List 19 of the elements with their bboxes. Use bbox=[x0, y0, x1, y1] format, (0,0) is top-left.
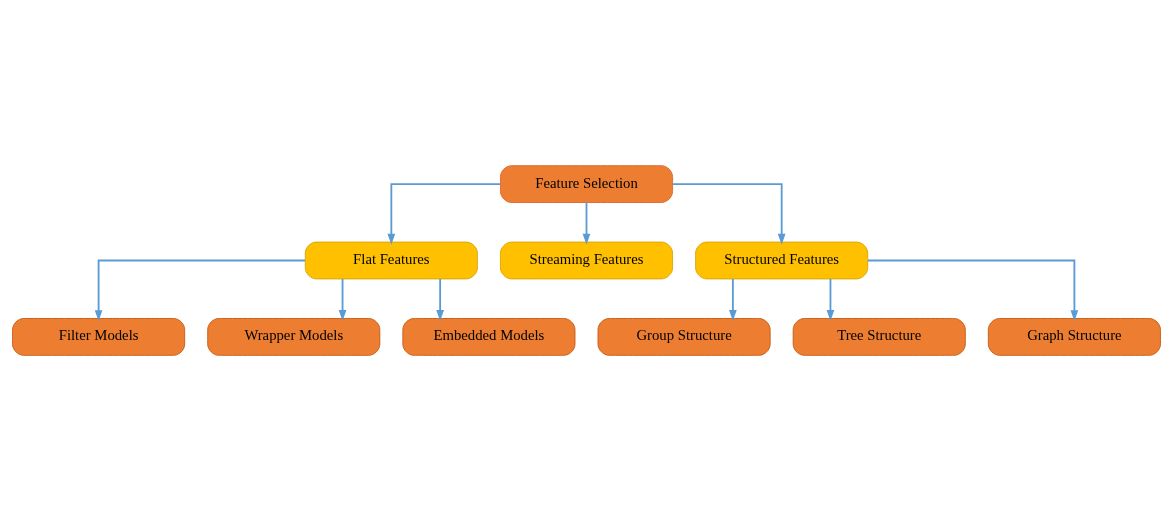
node-box: Streaming Features bbox=[499, 241, 674, 280]
arrow bbox=[338, 278, 347, 322]
node-box: Tree Structure bbox=[792, 318, 966, 356]
arrow bbox=[94, 259, 306, 322]
arrow bbox=[867, 259, 1079, 322]
node-box: Structured Features bbox=[695, 241, 869, 280]
node-box: Feature Selection bbox=[499, 165, 674, 203]
node-box: Graph Structure bbox=[987, 318, 1161, 356]
arrow bbox=[387, 183, 502, 245]
node-box: Wrapper Models bbox=[207, 318, 381, 356]
arrow bbox=[671, 183, 786, 245]
arrow bbox=[826, 278, 835, 322]
node-box: Embedded Models bbox=[402, 318, 576, 356]
node-box: Flat Features bbox=[304, 241, 478, 280]
node-box: Filter Models bbox=[12, 318, 186, 356]
node-box: Group Structure bbox=[597, 318, 771, 356]
arrow bbox=[582, 201, 591, 245]
arrow bbox=[729, 278, 737, 322]
arrow bbox=[436, 278, 444, 322]
